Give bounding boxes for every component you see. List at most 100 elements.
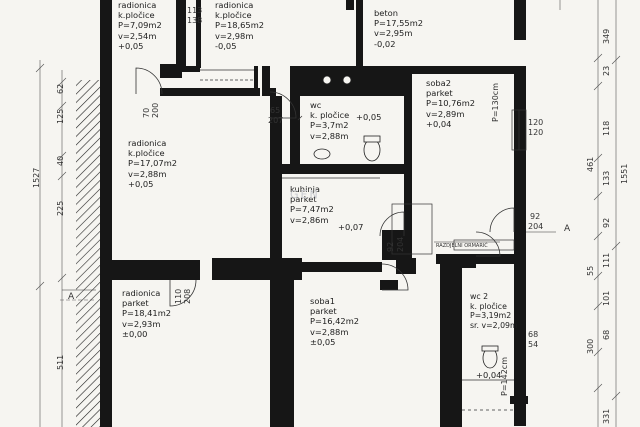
room-floor: k.pločice [215, 10, 252, 21]
right-dimension-lines [559, 0, 621, 427]
room-area: P=7,47m2 [290, 204, 334, 215]
door-label-b204: 204 [396, 236, 405, 252]
door-label-207: 207 [268, 116, 284, 125]
room-level-kitchen: +0,07 [338, 222, 363, 232]
room-label-top-right: beton P=17,55m2 v=2,95m -0,02 [374, 8, 423, 49]
door-label-92: 92 [530, 212, 541, 221]
room-level: ±0,05 [310, 336, 336, 347]
room-floor: k. pločice [310, 110, 350, 121]
room-name: radionica [122, 288, 161, 298]
door-label-110: 110 [174, 288, 183, 304]
left-dimension-lines [35, 60, 95, 427]
room-name: kuhinja [290, 184, 321, 194]
right-dim-331: 331 [602, 408, 611, 424]
dim-label-54: 54 [528, 340, 539, 349]
room-name: soba1 [310, 296, 336, 306]
section-markers [62, 231, 556, 291]
left-dim-62: 62 [56, 83, 65, 94]
room-floor: k.pločice [118, 10, 155, 21]
room-label-bottom-left: radionica parket P=18,41m2 v=2,93m ±0,00 [122, 288, 171, 339]
left-dim-511: 511 [56, 354, 65, 370]
right-dim-349: 349 [602, 28, 611, 44]
door-label-b92: 92 [386, 241, 395, 252]
room-level: +0,04 [476, 370, 502, 380]
room-level-wc2: +0,04 [476, 370, 501, 380]
door-label-208: 208 [183, 288, 192, 304]
room-name: radionica [215, 0, 254, 10]
room-area: P=18,41m2 [122, 308, 172, 319]
room-floor: parket [290, 194, 317, 205]
room-name: wc [310, 100, 322, 110]
left-dim-1527: 1527 [32, 167, 41, 188]
room-label-left-mid: radionica k.pločice P=17,07m2 v=2,88m +0… [128, 138, 177, 189]
room-label-wc1: wc k. pločice P=3,7m2 v=2,88m [310, 100, 349, 141]
room-floor: parket [426, 88, 453, 99]
section-marker-a-right: A [564, 224, 571, 234]
room-level: -0,05 [215, 40, 237, 51]
room-level-wc1: +0,05 [356, 112, 381, 122]
right-dim-23: 23 [602, 65, 611, 76]
room-area: P=17,07m2 [128, 158, 178, 169]
room-label-soba1: soba1 parket P=16,42m2 v=2,88m ±0,05 [310, 296, 359, 347]
door-label-65: 65 [270, 106, 281, 115]
room-height: sr. v=2,09m [470, 320, 518, 330]
room-height: v=2,98m [215, 30, 254, 41]
room-level: +0,05 [118, 40, 144, 51]
hatched-exterior-wall [76, 80, 102, 427]
label-p142: P=142cm [500, 357, 509, 396]
agency-watermark: GEN [290, 188, 320, 201]
room-name: radionica [128, 138, 167, 148]
dim-label-138: 138 [187, 16, 203, 25]
room-name: beton [374, 8, 398, 18]
detail-lines [200, 69, 527, 411]
room-label-top-left: radionica k.pločice P=7,09m2 v=2,54m +0,… [118, 0, 162, 51]
room-label-soba2: soba2 parket P=10,76m2 v=2,89m +0,04 [426, 78, 475, 129]
room-area: P=18,65m2 [215, 20, 265, 31]
room-level: +0,04 [426, 118, 452, 129]
door-swings [135, 67, 515, 307]
room-name: radionica [118, 0, 157, 10]
right-dim-1551: 1551 [620, 163, 629, 184]
room-name: wc 2 [470, 292, 489, 301]
window-label-120b: 120 [528, 128, 544, 137]
room-area: P=3,19m2 [470, 311, 512, 321]
room-label-top-mid: radionica k.pločice P=18,65m2 v=2,98m -0… [215, 0, 264, 51]
room-height: v=2,54m [118, 30, 157, 41]
room-height: v=2,89m [426, 108, 465, 119]
label-razdjelni-ormaric: RAZDJELNI ORMARIĆ [436, 243, 488, 249]
right-dim-300: 300 [586, 338, 595, 354]
room-area: P=10,76m2 [426, 98, 476, 109]
left-dim-225: 225 [56, 200, 65, 216]
room-floor: k. pločice [470, 301, 507, 311]
room-floor: parket [310, 306, 337, 317]
right-dim-133: 133 [602, 170, 611, 186]
door-label-204: 204 [528, 222, 544, 231]
dim-label-68: 68 [528, 330, 539, 339]
label-p130: P=130cm [491, 83, 500, 122]
room-label-wc2: wc 2 k. pločice P=3,19m2 sr. v=2,09m [470, 292, 518, 330]
room-label-kitchen: kuhinja parket P=7,47m2 v=2,86m [290, 184, 334, 225]
section-marker-a-left: A [68, 292, 75, 302]
room-level: +0,07 [338, 222, 364, 232]
room-area: P=17,55m2 [374, 18, 424, 29]
left-dim-40: 40 [56, 155, 65, 166]
room-level: +0,05 [356, 112, 382, 122]
room-height: v=2,88m [310, 130, 349, 141]
plumbing-fixtures [313, 75, 499, 369]
walls [100, 0, 528, 427]
room-height: v=2,88m [310, 326, 349, 337]
right-dim-118: 118 [602, 120, 611, 136]
room-area: P=7,09m2 [118, 20, 162, 31]
room-height: v=2,95m [374, 28, 413, 39]
right-dim-68: 68 [602, 329, 611, 340]
room-floor: parket [122, 298, 149, 309]
dim-label-113: 113 [187, 6, 203, 15]
room-floor: k.pločice [128, 148, 165, 159]
right-dim-461: 461 [586, 156, 595, 172]
room-level: ±0,00 [122, 328, 148, 339]
window-label-120a: 120 [528, 118, 544, 127]
right-dim-111: 111 [602, 252, 611, 268]
room-level: -0,02 [374, 38, 396, 49]
room-level: +0,05 [128, 178, 154, 189]
room-name: soba2 [426, 78, 452, 88]
